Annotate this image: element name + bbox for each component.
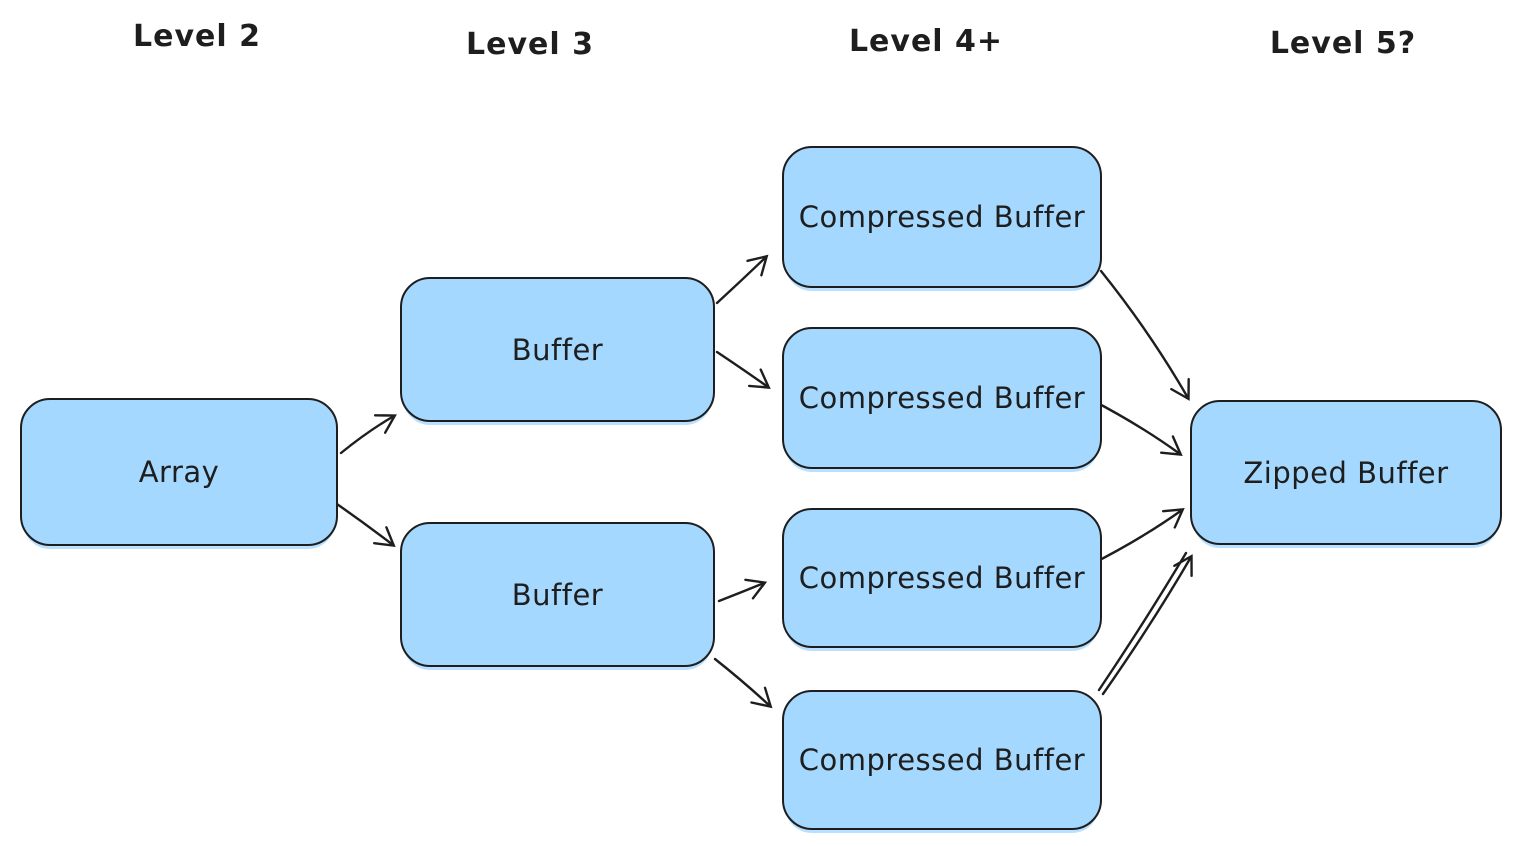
node-compressed-buffer-4-label: Compressed Buffer <box>798 743 1086 777</box>
arrow-array-to-buffer-top <box>339 414 397 455</box>
arrow-array-to-buffer-bottom <box>332 500 396 548</box>
column-label-level-2: Level 2 <box>133 19 261 54</box>
arrow-compressed-2-to-zipped <box>1088 397 1183 456</box>
node-array-label: Array <box>138 455 220 489</box>
arrow-buffer-top-to-compressed-1 <box>715 254 769 305</box>
node-compressed-buffer-2: Compressed Buffer <box>782 327 1102 469</box>
node-compressed-buffer-3: Compressed Buffer <box>782 508 1102 648</box>
node-buffer-bottom-label: Buffer <box>511 577 604 612</box>
node-compressed-buffer-1: Compressed Buffer <box>782 146 1102 288</box>
node-compressed-buffer-3-label: Compressed Buffer <box>798 561 1086 595</box>
node-compressed-buffer-1-label: Compressed Buffer <box>798 200 1086 234</box>
node-zipped-buffer-label: Zipped Buffer <box>1243 455 1449 490</box>
arrow-compressed-1-to-zipped <box>1099 269 1190 401</box>
arrow-compressed-4-to-zipped-sketch-stroke <box>1097 551 1188 692</box>
node-buffer-top-label: Buffer <box>511 332 604 367</box>
arrow-buffer-top-to-compressed-2 <box>715 350 771 389</box>
node-buffer-bottom: Buffer <box>400 522 715 667</box>
arrow-compressed-4-to-zipped <box>1101 554 1193 696</box>
node-array: Array <box>20 398 338 546</box>
column-label-level-4: Level 4+ <box>848 24 1004 59</box>
node-zipped-buffer: Zipped Buffer <box>1190 400 1502 545</box>
arrow-buffer-bottom-to-compressed-3 <box>717 578 768 603</box>
node-compressed-buffer-2-label: Compressed Buffer <box>798 381 1086 415</box>
node-buffer-top: Buffer <box>400 277 715 422</box>
arrow-buffer-bottom-to-compressed-4 <box>713 657 773 709</box>
column-label-level-5: Level 5? <box>1269 26 1417 61</box>
node-compressed-buffer-4: Compressed Buffer <box>782 690 1102 830</box>
column-label-level-3: Level 3 <box>466 27 594 62</box>
